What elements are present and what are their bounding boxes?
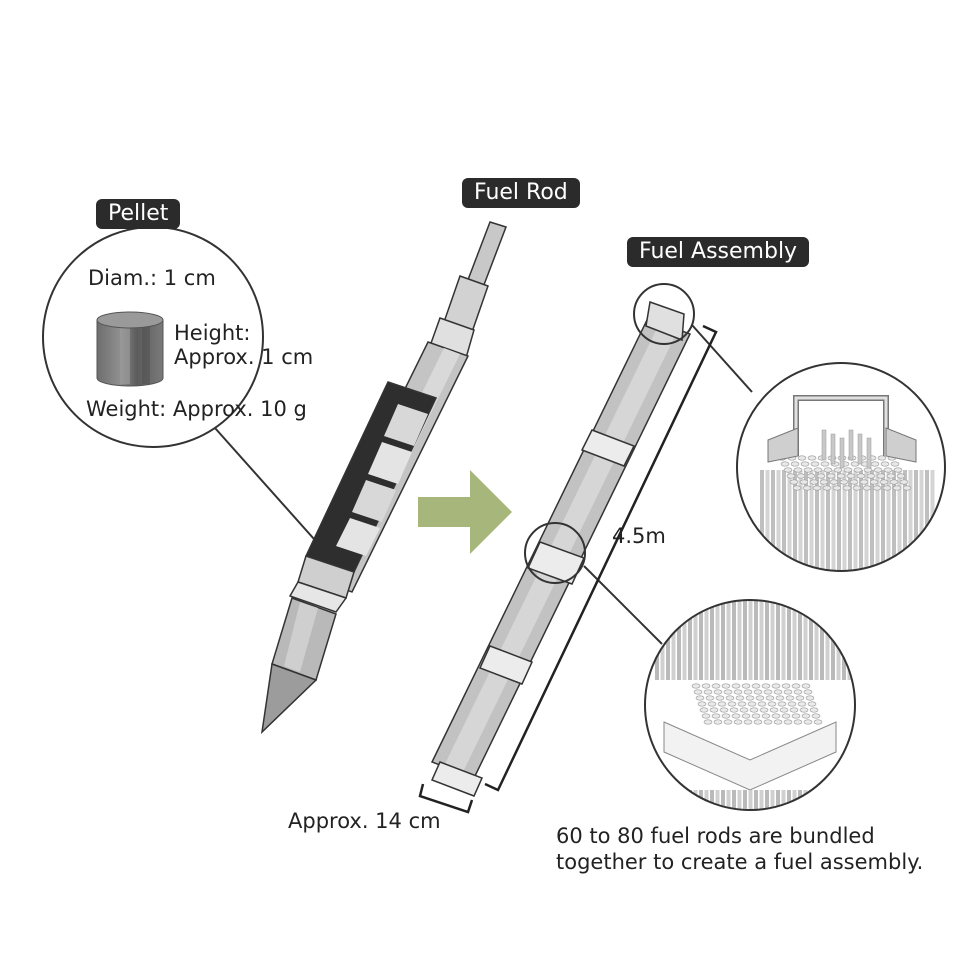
pellet-height-value: Approx. 1 cm [174, 345, 314, 369]
width-dimension-label: Approx. 14 cm [288, 809, 441, 833]
pellet-callout [42, 226, 323, 549]
length-dimension-label: 4.5m [612, 524, 666, 548]
top-detail-marker [633, 283, 695, 345]
fuel-rod-cutaway [260, 221, 507, 735]
fuel-assembly-column [430, 300, 692, 797]
fuel-rod-label: Fuel Rod [462, 178, 580, 208]
caption-line-1: 60 to 80 fuel rods are bundled [556, 824, 875, 848]
bottom-leader-line [583, 565, 663, 645]
fuel-assembly-label: Fuel Assembly [627, 237, 810, 267]
assembly-caption: 60 to 80 fuel rods are bundled together … [556, 823, 976, 875]
top-nozzle-detail [736, 362, 946, 572]
transition-arrow [418, 470, 512, 554]
bottom-detail-marker [524, 522, 586, 584]
pellet-weight: Weight: Approx. 10 g [86, 397, 307, 421]
pellet-cylinder-icon [96, 311, 164, 387]
width-dimension-bracket [418, 783, 474, 814]
caption-line-2: together to create a fuel assembly. [556, 850, 924, 874]
internal-spring [336, 404, 428, 556]
grid-spacer-detail [644, 599, 856, 811]
pellet-diameter: Diam.: 1 cm [88, 266, 216, 290]
length-dimension-bracket [484, 324, 718, 792]
pellet-label: Pellet [96, 199, 181, 229]
top-leader-line [691, 324, 753, 393]
pellet-height-label: Height: [174, 321, 251, 345]
pellet-leader-line [214, 427, 323, 549]
